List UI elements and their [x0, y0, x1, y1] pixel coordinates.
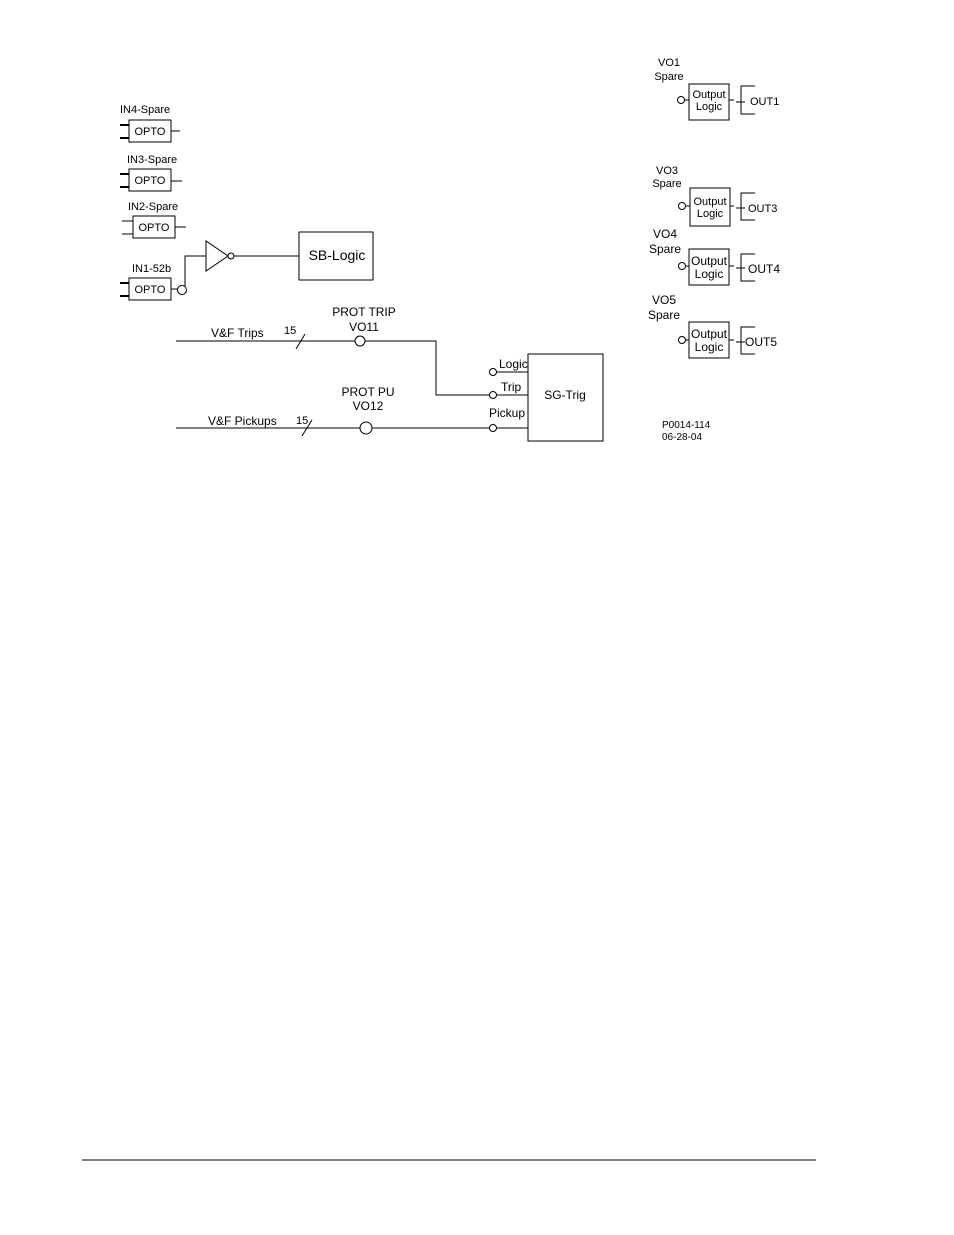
vo1-out-label: OUT1 [750, 96, 779, 108]
vo1-box-line2: Logic [696, 101, 723, 113]
input-in2: IN2-Spare OPTO [122, 201, 186, 239]
prot-pu-label: PROT PU [341, 385, 394, 399]
vo1-box-line1: Output [692, 89, 725, 101]
vo4-name: VO4 [653, 227, 677, 241]
output-vo5: VO5 Spare Output Logic OUT5 [648, 293, 777, 359]
drawing-date: 06-28-04 [662, 432, 702, 443]
in1-opto-text: OPTO [135, 284, 166, 296]
in4-opto-text: OPTO [135, 126, 166, 138]
output-vo1: VO1 Spare Output Logic OUT1 [654, 57, 779, 121]
vo5-box-line1: Output [691, 327, 728, 341]
trips-line: V&F Trips 15 PROT TRIP VO11 [176, 305, 489, 396]
pickups-bus-slash [301, 419, 313, 437]
vo12-label: VO12 [353, 399, 384, 413]
sg-trig-trip-label: Trip [501, 380, 522, 394]
sg-trig-logic-label: Logic [499, 357, 528, 371]
vo3-out-label: OUT3 [748, 203, 777, 215]
sb-logic-label: SB-Logic [309, 247, 366, 263]
in4-label: IN4-Spare [120, 104, 170, 116]
not-gate [205, 240, 299, 272]
in2-label: IN2-Spare [128, 201, 178, 213]
vo11-node [354, 335, 366, 347]
in3-opto-text: OPTO [135, 175, 166, 187]
vo5-desc: Spare [648, 308, 680, 322]
vo5-out-label: OUT5 [745, 335, 777, 349]
input-in4: IN4-Spare OPTO [120, 104, 180, 143]
vo4-out-label: OUT4 [748, 262, 780, 276]
vo4-box-line2: Logic [695, 267, 724, 281]
in3-opto-box [128, 168, 172, 192]
vo1-name: VO1 [658, 57, 680, 69]
pickups-bus-width: 15 [296, 415, 308, 427]
vo4-box-line1: Output [691, 254, 728, 268]
in1-output-node [177, 285, 187, 295]
input-in3: IN3-Spare OPTO [120, 154, 182, 192]
vo1-desc: Spare [654, 71, 683, 83]
vo4-desc: Spare [649, 242, 681, 256]
output-vo3: VO3 Spare Output Logic OUT3 [652, 165, 777, 227]
vo5-box-line2: Logic [695, 340, 724, 354]
sb-logic-block: SB-Logic [298, 231, 374, 281]
prot-trip-label: PROT TRIP [332, 305, 396, 319]
in1-label: IN1-52b [132, 263, 171, 275]
vo3-desc: Spare [652, 178, 681, 190]
sg-trig-block: SG-Trig Logic Trip Pickup [489, 353, 604, 442]
sg-trig-label: SG-Trig [544, 388, 586, 402]
in2-opto-text: OPTO [139, 222, 170, 234]
vo5-name: VO5 [652, 293, 676, 307]
vo3-box-line2: Logic [697, 208, 724, 220]
trips-bus-slash [295, 333, 306, 350]
vo12-node [359, 421, 373, 435]
trips-signal-label: V&F Trips [211, 326, 264, 340]
drawing-number: P0014-114 [662, 420, 711, 431]
vo11-label: VO11 [349, 320, 379, 334]
pickups-line: V&F Pickups 15 PROT PU VO12 [176, 385, 489, 437]
input-in1: IN1-52b OPTO [120, 255, 206, 301]
in3-label: IN3-Spare [127, 154, 177, 166]
vo3-box-line1: Output [693, 196, 726, 208]
trips-bus-width: 15 [284, 325, 296, 337]
vo3-name: VO3 [656, 165, 678, 177]
pickups-signal-label: V&F Pickups [208, 414, 277, 428]
sg-trig-pickup-label: Pickup [489, 406, 525, 420]
output-vo4: VO4 Spare Output Logic OUT4 [649, 227, 780, 286]
